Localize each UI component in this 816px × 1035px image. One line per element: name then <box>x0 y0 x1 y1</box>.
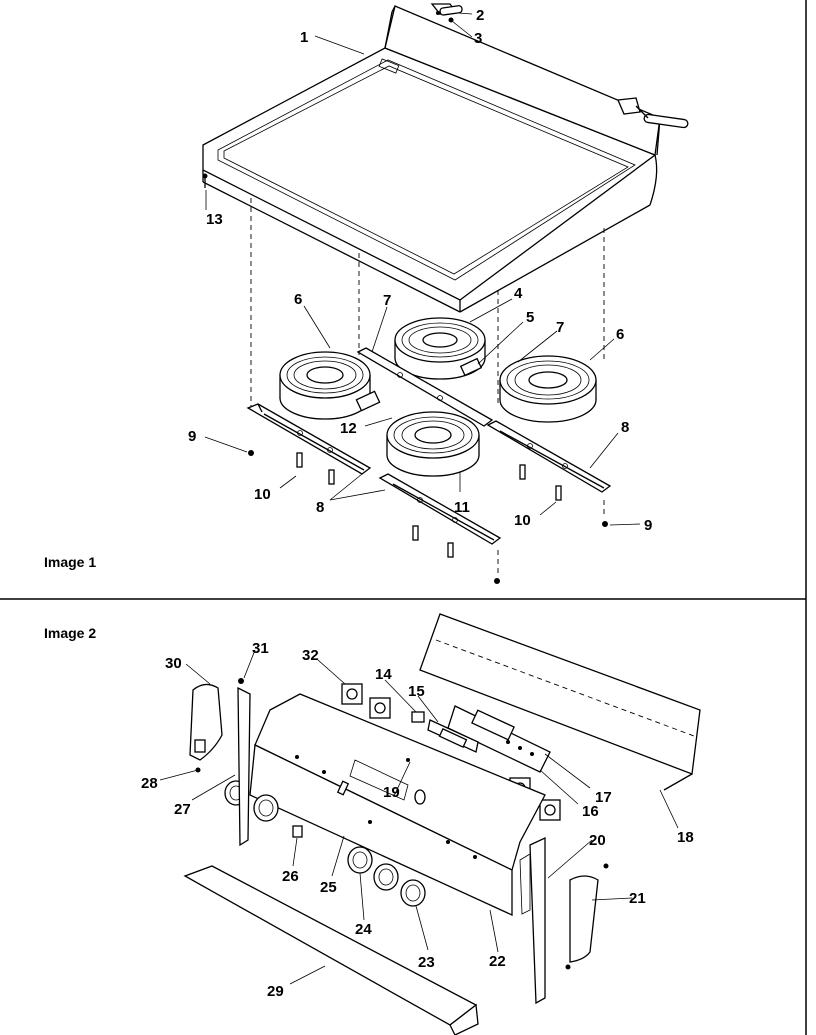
surface-element-4 <box>394 317 486 380</box>
callout-16: 16 <box>582 803 599 820</box>
callout-11: 11 <box>454 499 470 516</box>
callout-26: 26 <box>282 868 299 885</box>
callout-30: 30 <box>165 655 182 672</box>
callout-6-right: 6 <box>616 326 624 343</box>
hinge-bracket-right <box>617 97 689 129</box>
indicator-light <box>292 825 303 838</box>
callout-2: 2 <box>476 7 484 24</box>
callout-15: 15 <box>408 683 425 700</box>
surface-element-11 <box>386 411 480 477</box>
section-label-image-2: Image 2 <box>44 625 96 641</box>
callout-31: 31 <box>252 640 269 657</box>
control-panel-front <box>249 693 546 917</box>
callout-5: 5 <box>526 309 534 326</box>
callout-17: 17 <box>595 789 612 806</box>
callout-14: 14 <box>375 666 392 683</box>
side-bracket-left <box>237 686 251 847</box>
callout-7-left: 7 <box>383 292 391 309</box>
callout-7-right: 7 <box>556 319 564 336</box>
end-cap-left <box>189 683 223 761</box>
surface-element-6-right <box>499 355 597 423</box>
callout-1: 1 <box>300 29 308 46</box>
screws <box>248 450 608 584</box>
clock-control-board <box>447 705 551 773</box>
leader-lines-image-1 <box>204 12 641 526</box>
front-trim <box>183 865 479 1035</box>
callout-19: 19 <box>383 784 400 801</box>
hinge-bracket-left <box>430 3 463 23</box>
callout-23: 23 <box>418 954 435 971</box>
callout-22: 22 <box>489 953 506 970</box>
callout-32: 32 <box>302 647 319 664</box>
callout-28: 28 <box>141 775 158 792</box>
support-bracket-left <box>246 403 372 475</box>
clip-14 <box>411 711 425 723</box>
screw-13 <box>202 173 208 188</box>
callout-25: 25 <box>320 879 337 896</box>
callout-10-left: 10 <box>254 486 271 503</box>
callout-12: 12 <box>340 420 357 437</box>
callout-27: 27 <box>174 801 191 818</box>
callout-24: 24 <box>355 921 372 938</box>
callout-21: 21 <box>629 890 646 907</box>
callout-3: 3 <box>474 30 482 47</box>
support-bracket-rear <box>356 347 494 427</box>
callout-29: 29 <box>267 983 284 1000</box>
end-cap-right <box>569 875 599 963</box>
callout-8-left: 8 <box>316 499 324 516</box>
control-knobs <box>224 780 426 907</box>
clock-bezel <box>427 719 479 753</box>
callout-13: 13 <box>206 211 223 228</box>
callout-6-left: 6 <box>294 291 302 308</box>
control-panel-assembly <box>183 613 701 1035</box>
callout-4: 4 <box>514 285 523 302</box>
support-bracket-center <box>378 473 502 545</box>
callout-9-right: 9 <box>644 517 652 534</box>
section-labels: Image 1 Image 2 <box>44 554 96 641</box>
callout-20: 20 <box>589 832 606 849</box>
callout-9-left: 9 <box>188 428 196 445</box>
rear-panel <box>419 613 701 791</box>
side-bracket-right <box>519 836 546 1005</box>
cooktop-glass <box>202 47 657 313</box>
section-label-image-1: Image 1 <box>44 554 96 570</box>
cooktop-assembly <box>202 3 689 584</box>
callout-10-right: 10 <box>514 512 531 529</box>
surface-element-6-left <box>279 351 381 420</box>
leader-lines-image-2 <box>159 649 679 985</box>
part-callouts: 1 2 3 13 6 7 4 5 7 6 12 9 8 10 8 11 10 9… <box>141 7 694 1000</box>
callout-8-right: 8 <box>621 419 629 436</box>
support-bracket-right <box>486 420 612 493</box>
callout-18: 18 <box>677 829 694 846</box>
